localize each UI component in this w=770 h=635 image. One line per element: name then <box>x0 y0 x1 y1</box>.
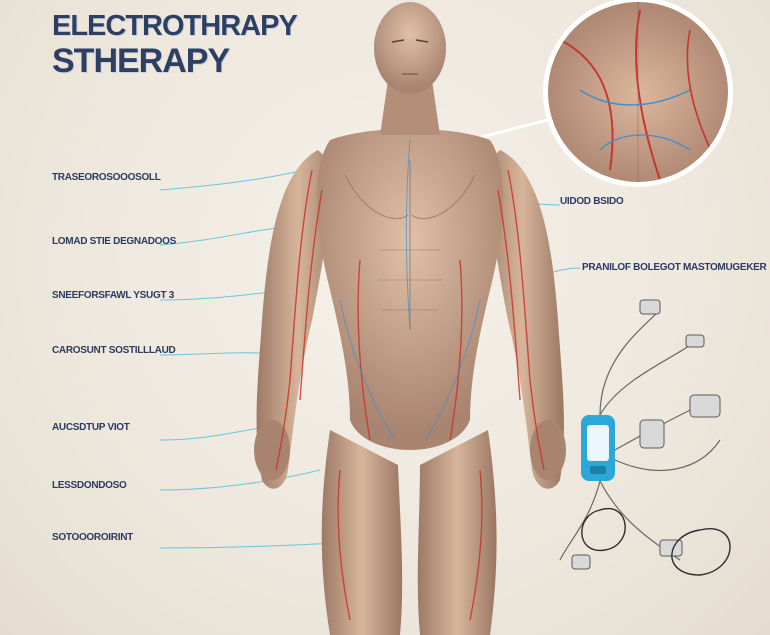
annotation-heading: TRASEOROSOOOSOLL <box>52 172 161 183</box>
inset-connector <box>469 118 549 142</box>
annotation-heading: LOMAD STIE DEGNADOOS <box>52 236 177 247</box>
annotation-heading: CAROSUNT SOSTILLLAUD <box>52 345 176 356</box>
pad-wire-loops <box>581 507 731 576</box>
annotation-3: LOMAD STIE DEGNADOOS <box>52 236 176 249</box>
annotation-9: UIDOD BSIDO <box>560 196 624 209</box>
annotation-heading: SNEEFORSFAWL YSUGT 3 <box>52 290 174 301</box>
neck <box>380 80 440 135</box>
title-line-1: ELECTROTHRAPY <box>52 10 298 42</box>
annotation-heading: UIDOD BSIDO <box>560 196 624 207</box>
right-arm <box>480 150 564 489</box>
annotation-4: SNEEFORSFAWL YSUGT 3 <box>52 290 174 303</box>
left-leg <box>321 430 403 635</box>
right-leg <box>417 430 497 635</box>
veins <box>275 169 545 621</box>
annotation-heading: PRANILOF BOLEGOT MASTOMUGEKER <box>582 262 767 273</box>
leader-line <box>159 169 306 191</box>
title-line-2: STHERAPY <box>52 42 230 80</box>
annotation-heading: SOTOOOROIRINT <box>52 532 133 543</box>
right-hand <box>530 420 566 480</box>
face-brow <box>391 39 429 43</box>
leader-lines <box>159 169 581 549</box>
annotation-2: TRASEOROSOOOSOLL <box>52 172 161 185</box>
annotation-heading: LESSDONDOSO <box>52 480 127 491</box>
annotation-5: CAROSUNT SOSTILLLAUD <box>52 345 176 358</box>
inset-magnifier <box>543 0 733 187</box>
left-hand <box>254 420 290 480</box>
electrode-pads <box>571 299 721 570</box>
tens-device <box>581 415 615 481</box>
left-arm <box>256 150 340 489</box>
annotation-6: AUCSDTUP VIOT <box>52 422 130 435</box>
leader-line <box>159 469 321 491</box>
nerves <box>339 139 481 441</box>
pec-left <box>344 174 409 220</box>
annotation-10: PRANILOF BOLEGOT MASTOMUGEKER <box>582 262 767 275</box>
abs <box>378 249 442 311</box>
annotation-8: SOTOOOROIRINT <box>52 532 133 545</box>
head <box>374 2 446 94</box>
pec-right <box>411 174 476 220</box>
annotation-heading: AUCSDTUP VIOT <box>52 422 130 433</box>
annotation-7: LESSDONDOSO <box>52 480 127 493</box>
human-figure <box>254 2 566 635</box>
